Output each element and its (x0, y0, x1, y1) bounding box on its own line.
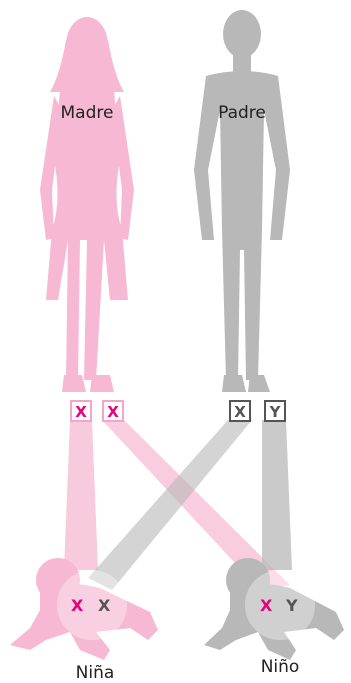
mother-label: Madre (56, 103, 118, 123)
boy-chromosome-2: Y (286, 596, 298, 615)
beam-father-to-boy (262, 420, 292, 570)
girl-genotype-circle (58, 571, 126, 639)
girl-chromosome-1: X (71, 596, 83, 615)
father-chromosome-1: X (229, 400, 251, 422)
father-silhouette (194, 10, 290, 392)
mother-silhouette (40, 17, 134, 392)
mother-chromosome-1: X (70, 400, 92, 422)
girl-chromosome-2: X (98, 596, 110, 615)
beam-father-to-girl (88, 420, 252, 590)
girl-label: Niña (70, 663, 120, 683)
boy-chromosome-1: X (260, 596, 272, 615)
boy-genotype-circle (246, 571, 314, 639)
mother-chromosome-2: X (102, 400, 124, 422)
boy-label: Niño (255, 657, 305, 677)
father-chromosome-2: Y (264, 400, 286, 422)
father-label: Padre (210, 103, 274, 123)
beam-mother-to-girl (64, 420, 98, 570)
